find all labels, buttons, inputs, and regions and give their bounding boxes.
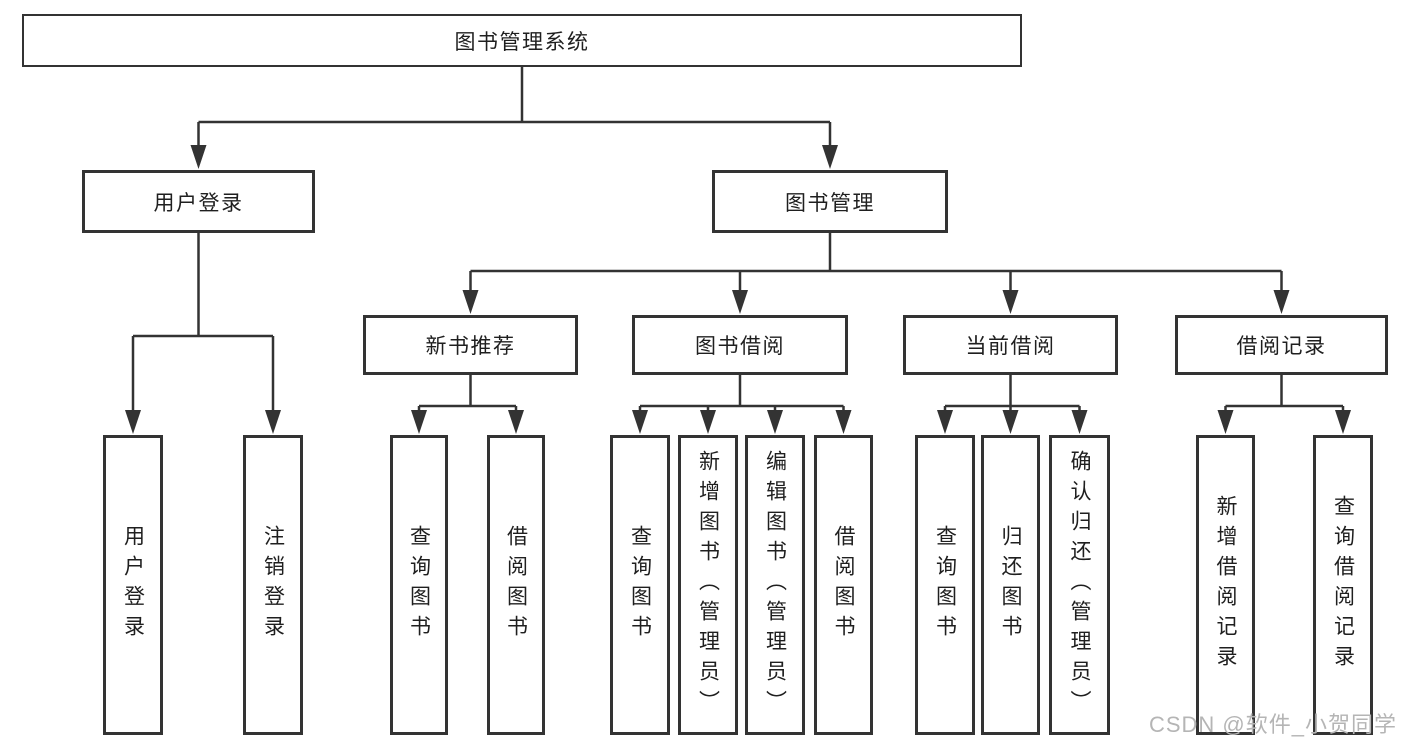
leaf-logout-login: 注销登录 <box>243 435 303 735</box>
node-label: 编辑图书（管理员） <box>763 450 787 720</box>
node-user-login: 用户登录 <box>82 170 315 233</box>
leaf-query-books-recommend: 查询图书 <box>390 435 448 735</box>
leaf-user-login: 用户登录 <box>103 435 163 735</box>
node-label: 当前借阅 <box>965 335 1056 358</box>
connector-records-to-leaves <box>1224 374 1345 412</box>
leaf-query-borrow-record: 查询借阅记录 <box>1313 435 1373 735</box>
node-label: 借阅记录 <box>1236 335 1327 358</box>
node-label: 新增借阅记录 <box>1214 495 1237 675</box>
node-label: 归还图书 <box>999 525 1022 645</box>
leaf-query-books-current: 查询图书 <box>915 435 975 735</box>
node-label: 借阅图书 <box>504 525 528 645</box>
leaf-borrow-books-borrowing: 借阅图书 <box>814 435 873 735</box>
node-label: 注销登录 <box>261 525 285 645</box>
node-new-book-recommend: 新书推荐 <box>363 315 578 375</box>
node-label: 新书推荐 <box>425 335 516 358</box>
connector-borrow-to-leaves <box>638 374 845 412</box>
node-label: 查询图书 <box>933 525 957 645</box>
node-label: 确认归还（管理员） <box>1068 450 1091 720</box>
leaf-edit-books-admin: 编辑图书（管理员） <box>745 435 805 735</box>
connector-login-to-leaves <box>131 232 275 412</box>
node-label: 图书管理系统 <box>454 30 590 54</box>
leaf-borrow-books-recommend: 借阅图书 <box>487 435 545 735</box>
node-current-borrowing: 当前借阅 <box>903 315 1118 375</box>
node-label: 查询借阅记录 <box>1331 495 1355 675</box>
node-label: 用户登录 <box>153 191 244 215</box>
node-label: 借阅图书 <box>832 525 855 645</box>
leaf-add-books-admin: 新增图书（管理员） <box>678 435 738 735</box>
connector-mgmt-to-level3 <box>469 232 1283 292</box>
node-book-borrowing: 图书借阅 <box>632 315 848 375</box>
connector-current-to-leaves <box>943 374 1081 412</box>
connector-root-to-level2 <box>197 66 832 147</box>
leaf-return-books: 归还图书 <box>981 435 1040 735</box>
leaf-query-books-borrowing: 查询图书 <box>610 435 670 735</box>
node-label: 查询图书 <box>628 525 652 645</box>
node-label: 查询图书 <box>407 525 431 645</box>
node-borrowing-records: 借阅记录 <box>1175 315 1388 375</box>
leaf-confirm-return-admin: 确认归还（管理员） <box>1049 435 1110 735</box>
node-book-management: 图书管理 <box>712 170 948 233</box>
node-label: 用户登录 <box>121 525 145 645</box>
node-label: 图书管理 <box>785 191 875 215</box>
node-library-system: 图书管理系统 <box>22 14 1022 67</box>
csdn-watermark: CSDN @软件_小贺同学 <box>1148 712 1397 737</box>
node-label: 图书借阅 <box>695 335 785 358</box>
node-label: 新增图书（管理员） <box>696 450 720 720</box>
leaf-add-borrow-record: 新增借阅记录 <box>1196 435 1255 735</box>
connector-rec-to-leaves <box>417 374 518 412</box>
